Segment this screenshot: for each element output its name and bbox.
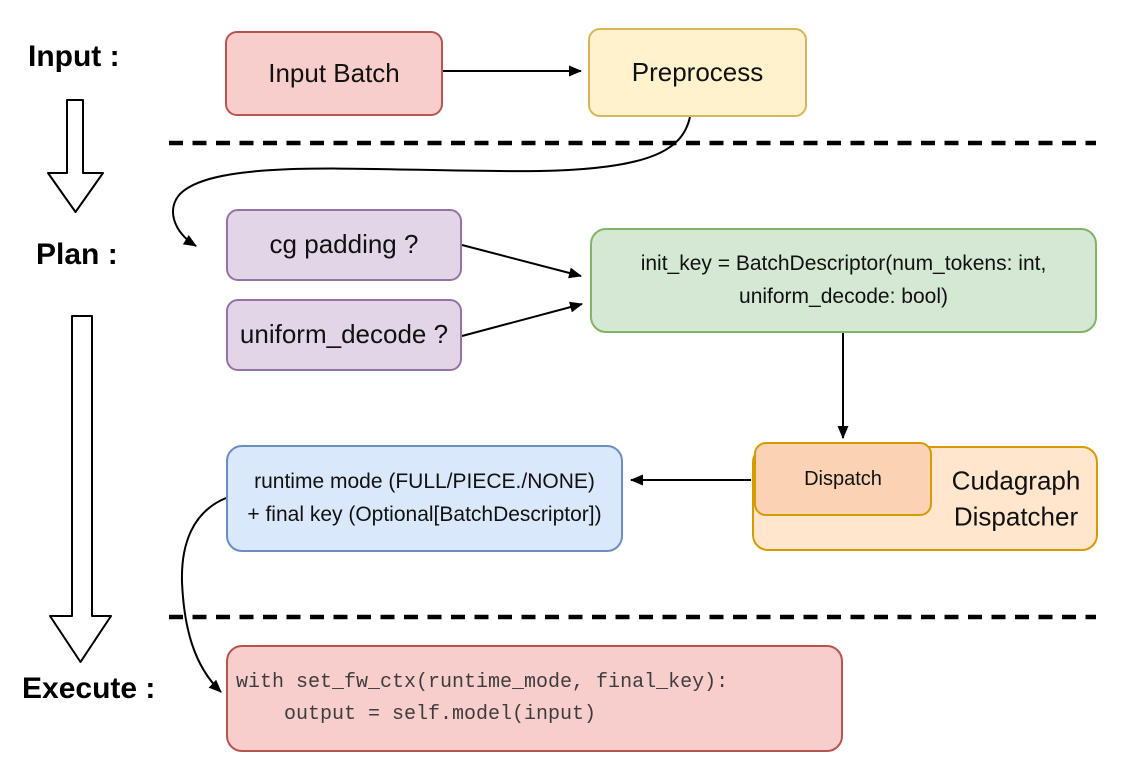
node-input-batch-label: Input Batch <box>268 57 400 88</box>
arrow-cg-padding-to-init-key <box>461 244 582 279</box>
node-init-key: init_key = BatchDescriptor(num_tokens: i… <box>590 228 1097 333</box>
arrow-runtime-result-to-execute-code <box>180 497 227 693</box>
node-input-batch: Input Batch <box>225 31 443 116</box>
node-runtime-result-line2: + final key (Optional[BatchDescriptor]) <box>247 502 602 526</box>
stage-label-plan: Plan : <box>36 238 118 271</box>
arrow-preprocess-to-cg-padding <box>172 116 691 247</box>
node-dispatch-label: Dispatch <box>804 467 882 490</box>
node-runtime-result: runtime mode (FULL/PIECE./NONE) + final … <box>226 445 623 552</box>
node-uniform-decode: uniform_decode ? <box>226 299 462 371</box>
node-uniform-decode-label: uniform_decode ? <box>239 319 449 350</box>
stage-arrow-plan-to-execute <box>49 315 112 663</box>
node-cg-padding: cg padding ? <box>226 209 462 281</box>
node-cudagraph-dispatcher-label: Cudagraph Dispatcher <box>951 465 1081 532</box>
node-preprocess-label: Preprocess <box>631 56 764 87</box>
node-init-key-line2: uniform_decode: bool) <box>739 284 948 308</box>
stage-label-execute: Execute : <box>22 672 156 705</box>
stage-arrow-input-to-plan <box>47 99 104 213</box>
node-execute-code-line2: output = self.model(input) <box>236 702 597 726</box>
node-execute-code-line1: with set_fw_ctx(runtime_mode, final_key)… <box>236 670 729 694</box>
node-dispatch: Dispatch <box>754 442 932 516</box>
stage-label-input: Input : <box>28 40 120 73</box>
node-execute-code: with set_fw_ctx(runtime_mode, final_key)… <box>226 645 843 752</box>
node-init-key-line1: init_key = BatchDescriptor(num_tokens: i… <box>640 251 1047 275</box>
arrow-uniform-decode-to-init-key <box>461 301 583 337</box>
node-runtime-result-line1: runtime mode (FULL/PIECE./NONE) <box>254 469 595 493</box>
node-preprocess: Preprocess <box>588 28 807 117</box>
node-cg-padding-label: cg padding ? <box>269 229 419 260</box>
